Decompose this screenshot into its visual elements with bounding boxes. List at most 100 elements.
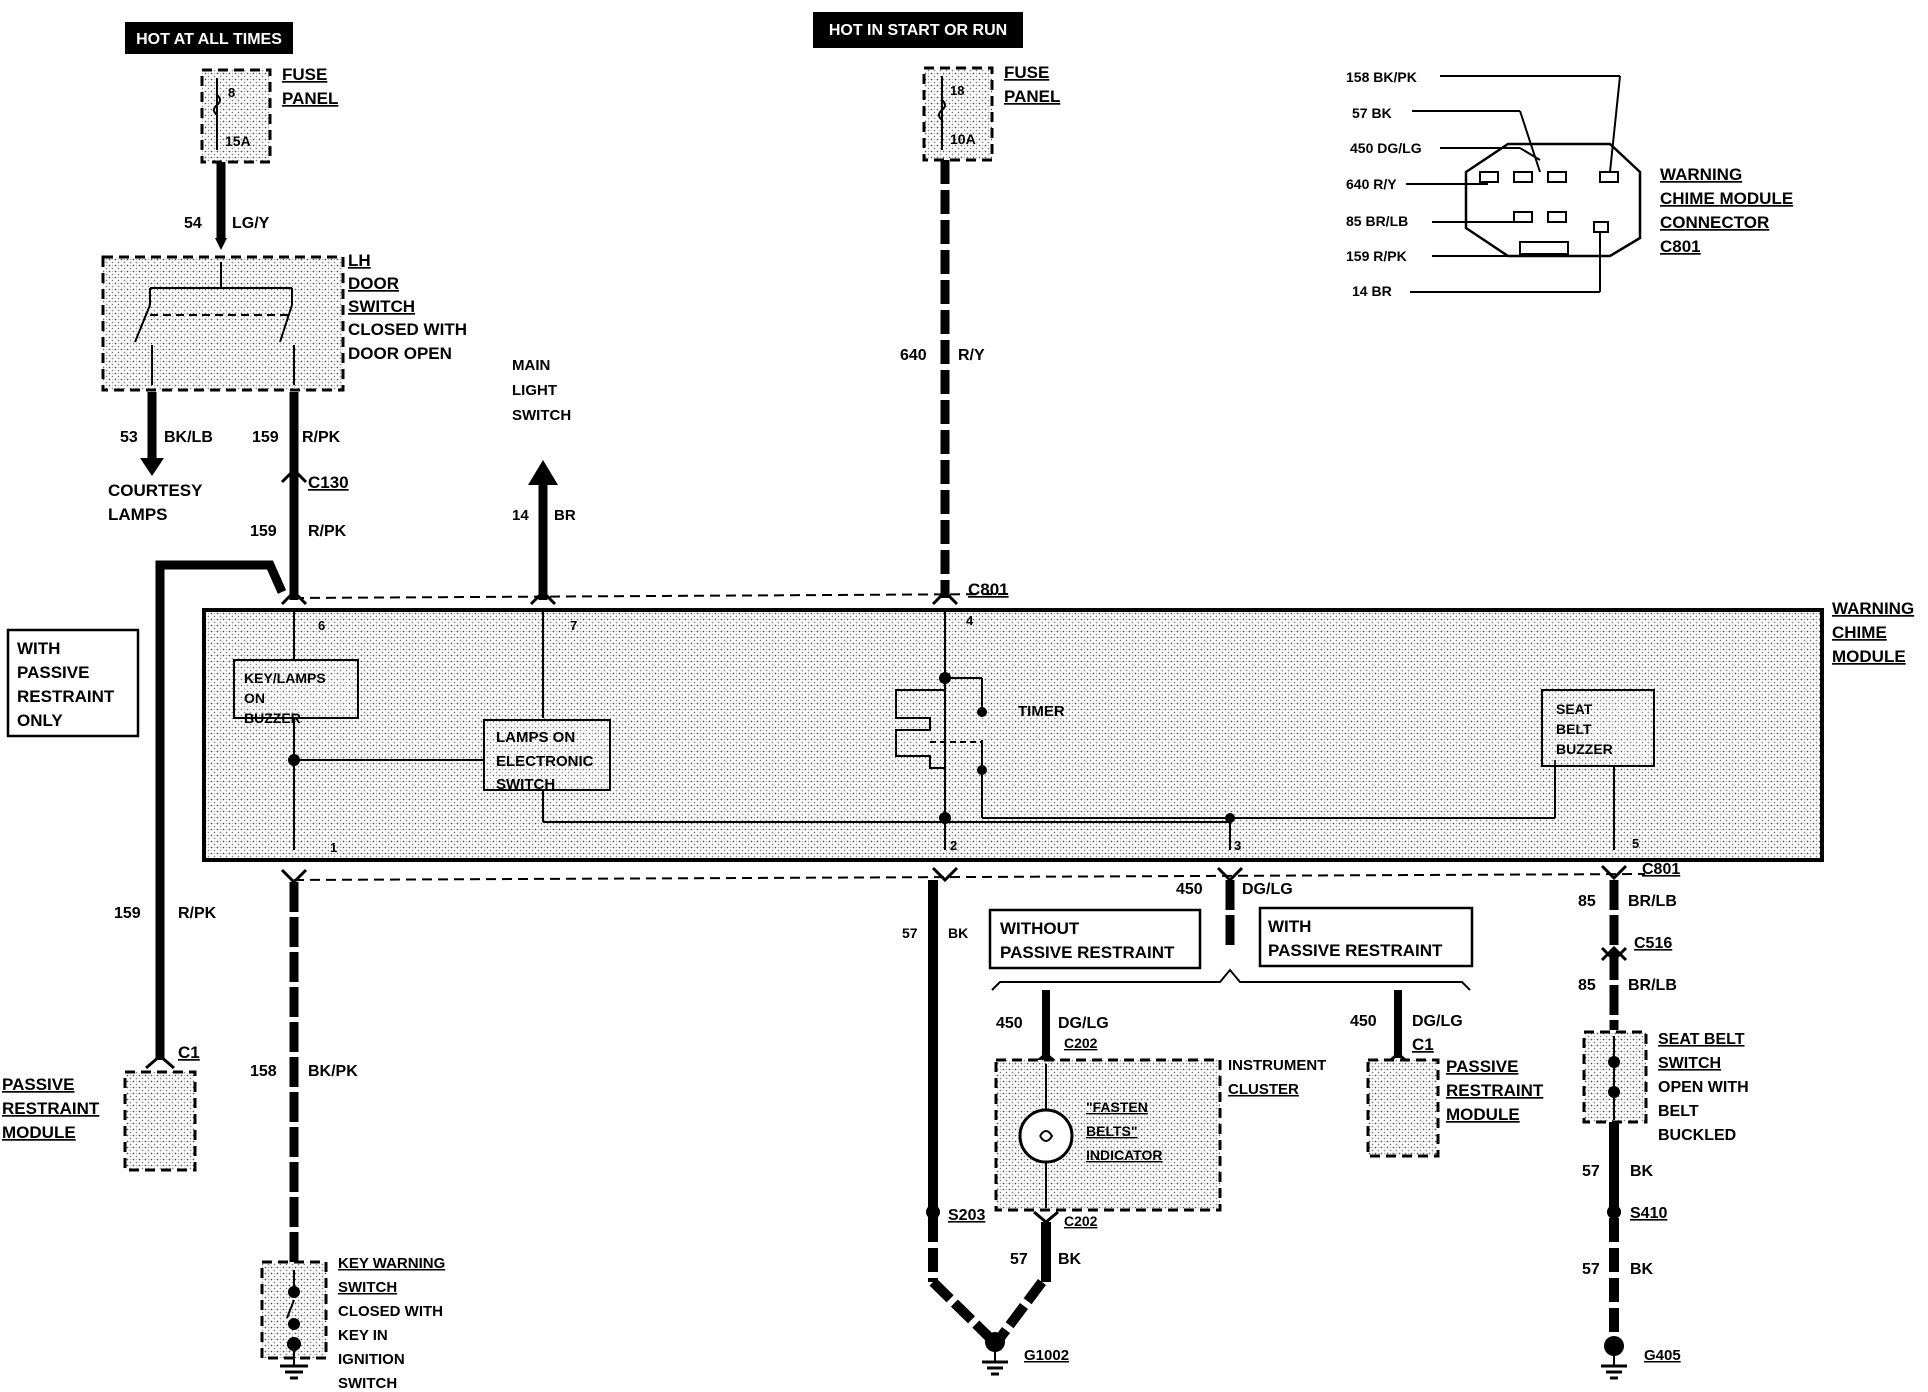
key-warning-1: KEY WARNING <box>338 1255 445 1272</box>
passive-restraint-note-box <box>6 628 140 738</box>
wire-85b-color: BR/LB <box>1628 977 1677 994</box>
wire-14-num: 14 <box>512 507 529 524</box>
wire-159c-color: R/PK <box>178 905 217 922</box>
svg-text:8: 8 <box>228 85 235 100</box>
connector-view-title-4: C801 <box>1660 237 1701 256</box>
key-warning-5: IGNITION <box>338 1351 405 1368</box>
wire-450b-num: 450 <box>996 1015 1023 1032</box>
passive-right-2: RESTRAINT <box>1446 1081 1544 1100</box>
wire-57d-color: BK <box>1630 1261 1654 1278</box>
wire-159c-num: 159 <box>114 905 141 922</box>
passive-note-1: WITH <box>17 639 60 658</box>
courtesy-lamps-label-1: COURTESY <box>108 481 203 500</box>
pin-6: 6 <box>318 618 325 633</box>
connector-c130: C130 <box>308 473 349 492</box>
door-switch-label-3: SWITCH <box>348 297 415 316</box>
c801-connector-view <box>1406 75 1642 293</box>
cluster-1: INSTRUMENT <box>1228 1057 1326 1074</box>
c801-top-line <box>293 593 1011 599</box>
connector-c202-top: C202 <box>1064 1035 1098 1051</box>
lamps-on-3: SWITCH <box>496 776 555 793</box>
ground-g1002-label: G1002 <box>1024 1347 1069 1364</box>
c801-pin-158: 158 BK/PK <box>1346 69 1417 85</box>
wire-57c-color: BK <box>1630 1163 1654 1180</box>
wire-159a-num: 159 <box>252 429 279 446</box>
without-passive-restraint-box <box>988 908 1202 970</box>
lamps-on-electronic-switch-block <box>483 719 611 791</box>
wire-14-color: BR <box>554 507 576 524</box>
key-lamps-buzzer-block <box>233 659 359 719</box>
c801-pin-159: 159 R/PK <box>1346 248 1407 264</box>
fuse1-label-2: PANEL <box>282 89 338 108</box>
wire-57b-num: 57 <box>1010 1251 1028 1268</box>
door-switch-label-1: LH <box>348 251 371 270</box>
connector-view-title-1: WARNING <box>1660 165 1742 184</box>
courtesy-lamps-label-2: LAMPS <box>108 505 168 524</box>
cluster-2: CLUSTER <box>1228 1081 1299 1098</box>
svg-text:15A: 15A <box>225 133 251 149</box>
wire-640-num: 640 <box>900 347 927 364</box>
instrument-cluster <box>994 1058 1222 1212</box>
seat-belt-buzzer-3: BUZZER <box>1556 741 1613 757</box>
lamps-on-1: LAMPS ON <box>496 729 575 746</box>
with-1: WITH <box>1268 917 1311 936</box>
passive-right-3: MODULE <box>1446 1105 1520 1124</box>
passive-note-3: RESTRAINT <box>17 687 115 706</box>
with-2: PASSIVE RESTRAINT <box>1268 941 1443 960</box>
main-light-3: SWITCH <box>512 407 571 424</box>
wire-158-color: BK/PK <box>308 1063 358 1080</box>
wire-53-num: 53 <box>120 429 138 446</box>
seatbelt-switch-4: BELT <box>1658 1103 1699 1120</box>
fasten-belts-2: BELTS" <box>1086 1123 1138 1139</box>
passive-right-1: PASSIVE <box>1446 1057 1518 1076</box>
seat-belt-buzzer-block <box>1541 689 1655 767</box>
connector-c801-bottom: C801 <box>1642 861 1680 878</box>
variant-bracket <box>991 968 1471 991</box>
wire-450a-num: 450 <box>1176 881 1203 898</box>
lamps-on-2: ELECTRONIC <box>496 753 594 770</box>
connector-c1-right: C1 <box>1412 1035 1434 1054</box>
without-1: WITHOUT <box>1000 919 1080 938</box>
c801-pin-640: 640 R/Y <box>1346 176 1397 192</box>
lh-door-switch <box>101 255 345 392</box>
pin-3: 3 <box>1234 838 1241 853</box>
pin-1: 1 <box>330 840 337 855</box>
svg-text:18: 18 <box>950 83 964 98</box>
with-passive-restraint-box <box>1258 906 1474 968</box>
wire-158-num: 158 <box>250 1063 277 1080</box>
wire-450c-color: DG/LG <box>1412 1013 1463 1030</box>
door-switch-label-5: DOOR OPEN <box>348 344 452 363</box>
c801-pin-85: 85 BR/LB <box>1346 213 1408 229</box>
key-lamps-3: BUZZER <box>244 710 301 726</box>
wire-85b-num: 85 <box>1578 977 1596 994</box>
connector-c1-left: C1 <box>178 1043 200 1062</box>
fuse1-label-1: FUSE <box>282 65 327 84</box>
seat-belt-switch <box>1582 1030 1648 1124</box>
module-title-1: WARNING <box>1832 599 1914 618</box>
passive-left-3: MODULE <box>2 1123 76 1142</box>
seatbelt-switch-5: BUCKLED <box>1658 1127 1736 1144</box>
key-warning-2: SWITCH <box>338 1279 397 1296</box>
wire-54-color: LG/Y <box>232 215 270 232</box>
without-2: PASSIVE RESTRAINT <box>1000 943 1175 962</box>
wire-57a-color: BK <box>948 925 968 941</box>
seatbelt-switch-1: SEAT BELT <box>1658 1031 1745 1048</box>
svg-text:10A: 10A <box>950 131 976 147</box>
c801-pin-450: 450 DG/LG <box>1350 140 1422 156</box>
c801-bottom-line <box>293 873 1646 881</box>
wire-159b-color: R/PK <box>308 523 347 540</box>
door-switch-label-2: DOOR <box>348 274 399 293</box>
wire-159a-color: R/PK <box>302 429 341 446</box>
passive-note-4: ONLY <box>17 711 63 730</box>
main-light-2: LIGHT <box>512 382 557 399</box>
splice-s410: S410 <box>1630 1205 1667 1222</box>
fasten-belts-3: INDICATOR <box>1086 1147 1162 1163</box>
fuse2-label-2: PANEL <box>1004 87 1060 106</box>
connector-c202-bottom: C202 <box>1064 1213 1098 1229</box>
key-warning-3: CLOSED WITH <box>338 1303 443 1320</box>
connector-view-title-2: CHIME MODULE <box>1660 189 1793 208</box>
key-warning-switch <box>260 1260 328 1380</box>
splice-s203: S203 <box>948 1207 985 1224</box>
seatbelt-switch-3: OPEN WITH <box>1658 1079 1749 1096</box>
passive-left-2: RESTRAINT <box>2 1099 100 1118</box>
